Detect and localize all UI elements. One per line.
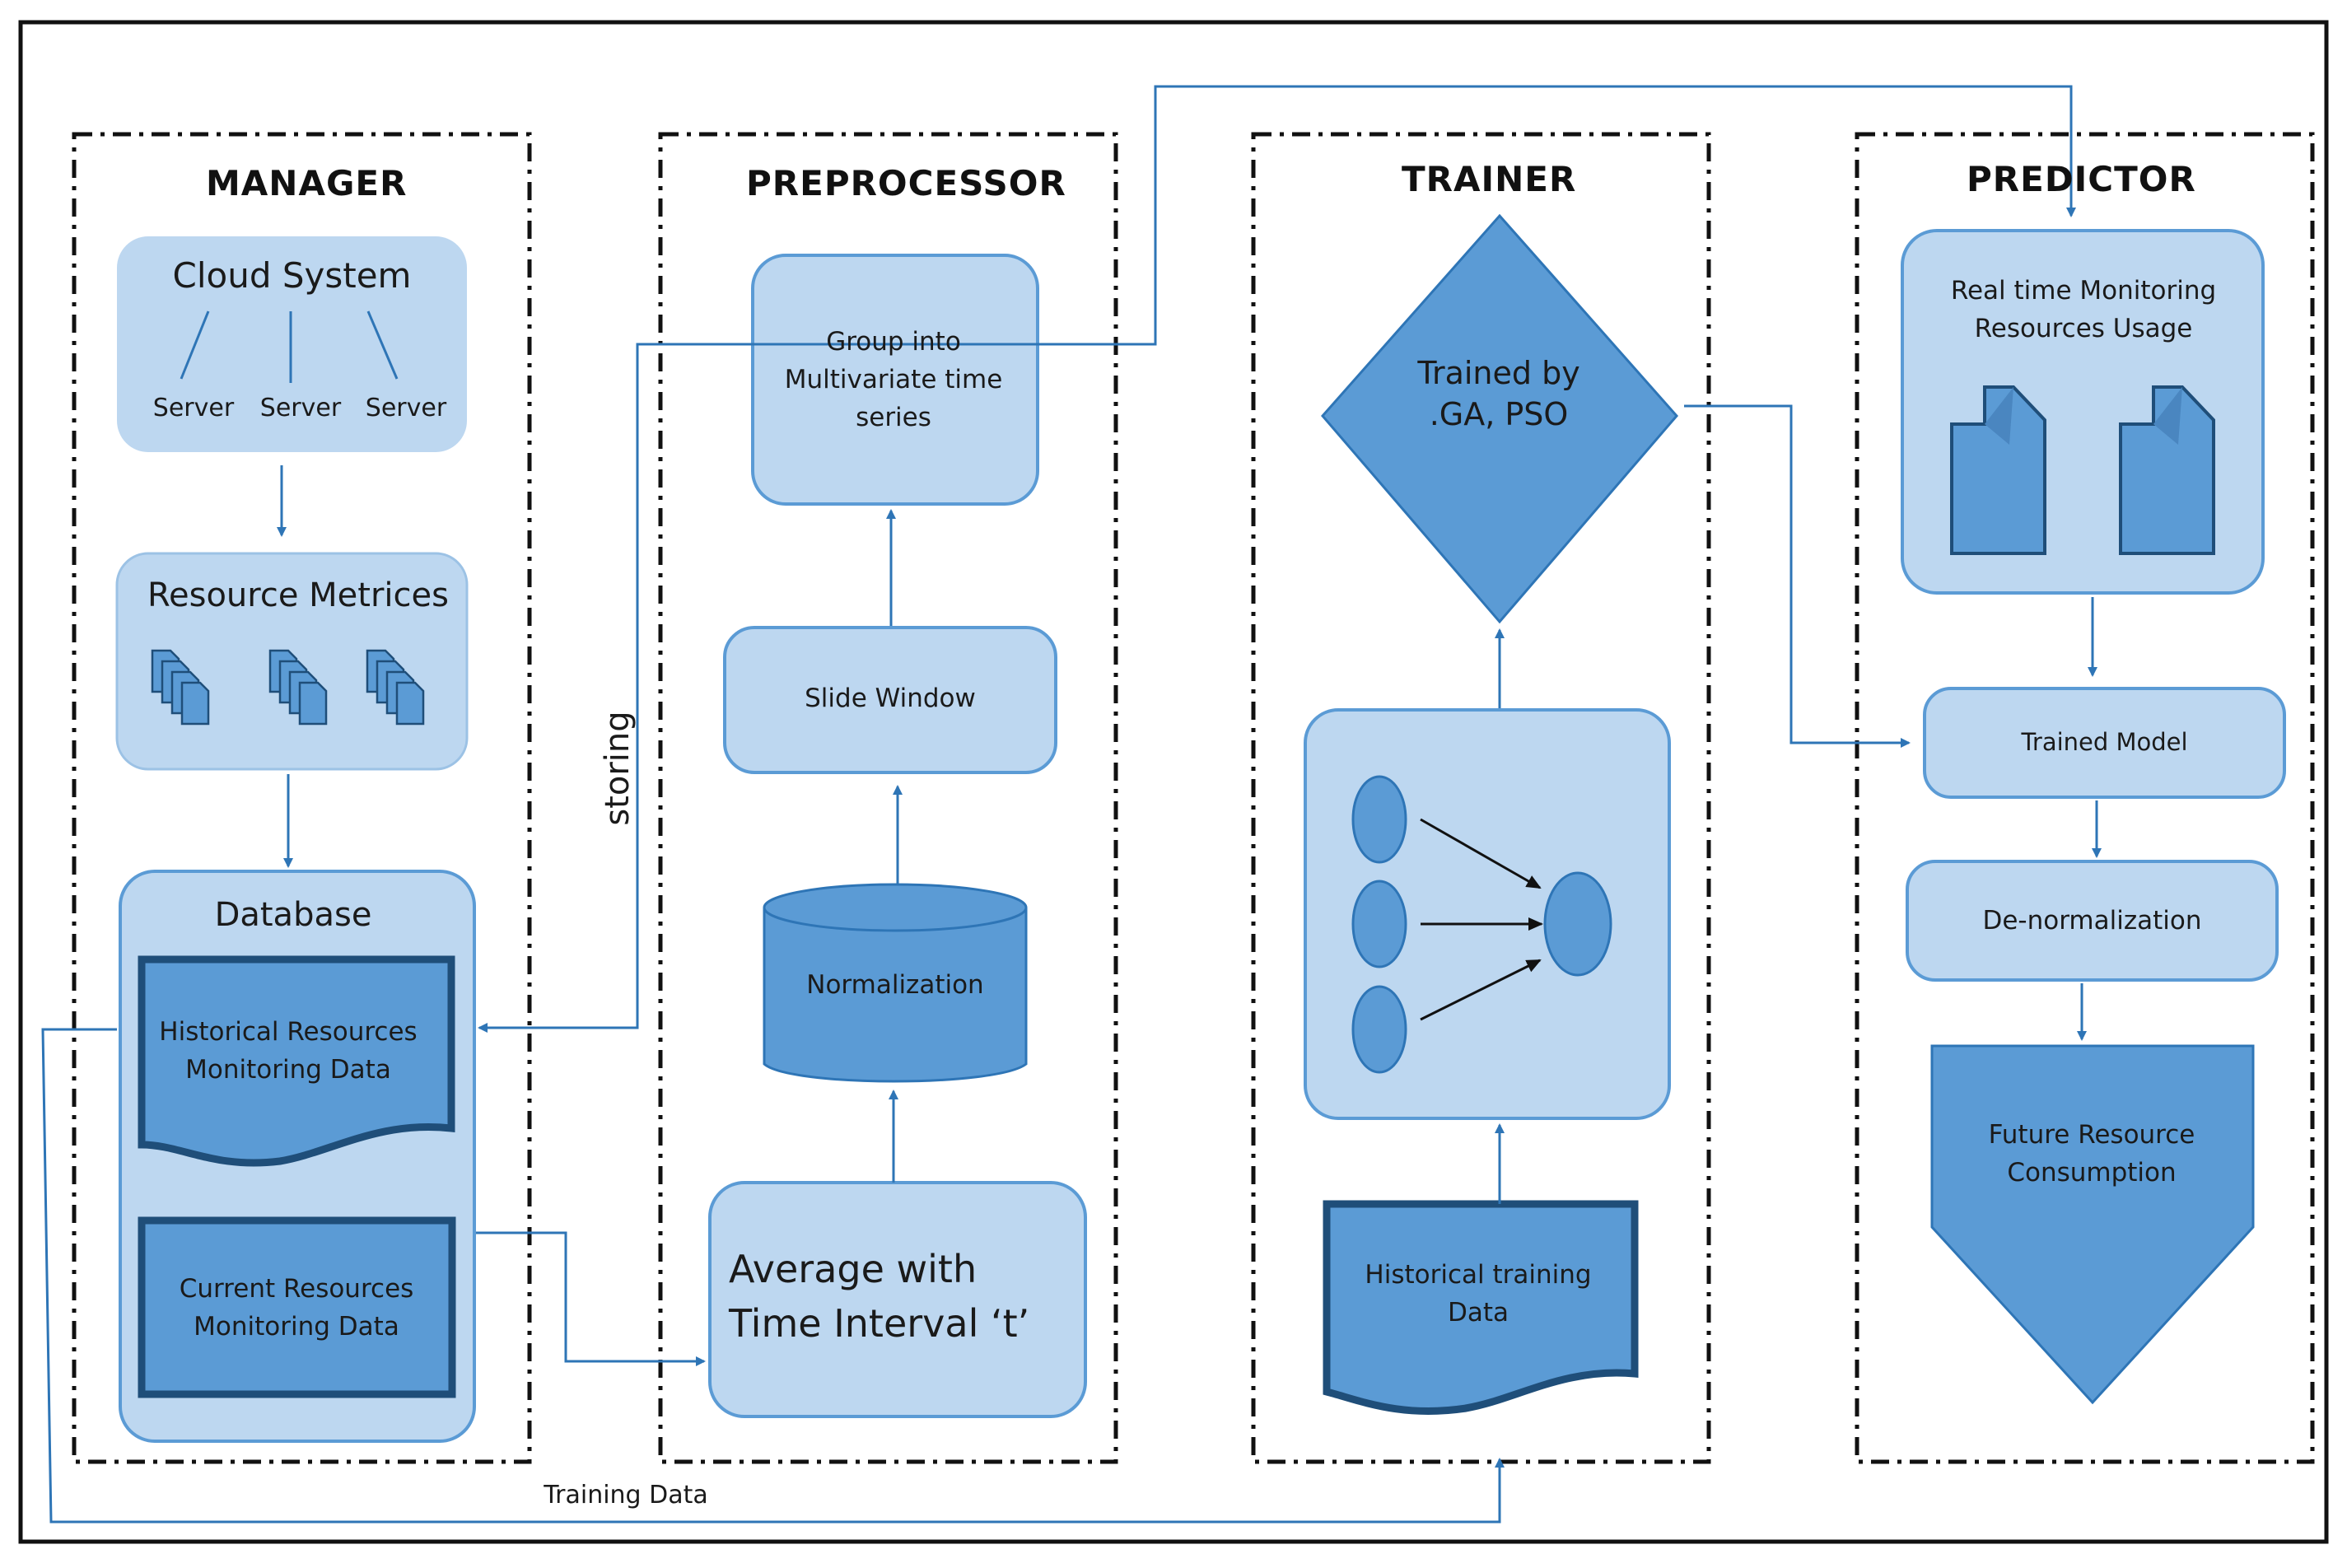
slide-window-label: Slide Window [805, 684, 976, 713]
server-label-2: Server [259, 394, 342, 422]
cloud-system-label: Cloud System [172, 255, 412, 296]
normalization-cylinder [763, 908, 1028, 1083]
trained-model-box [1923, 687, 2286, 799]
nn-input-node-3 [1351, 985, 1407, 1074]
trained-by-diamond [1321, 213, 1678, 624]
nn-edge-3 [1420, 959, 1542, 1021]
edge-storing [478, 343, 1155, 1033]
preprocessor-title: PREPROCESSOR [746, 163, 1066, 203]
nn-input-node-1 [1351, 775, 1407, 864]
denormalization-label: De-normalization [1982, 906, 2202, 936]
manager-title: MANAGER [206, 163, 408, 203]
outer-frame [18, 20, 2329, 1544]
predictor-title: PREDICTOR [1967, 159, 2196, 199]
document-icon-2 [2119, 385, 2215, 555]
trained-by-label: Trained by .GA, PSO [1417, 355, 1580, 432]
edge-diamond-to-model [1684, 404, 1911, 748]
nn-output-node [1543, 871, 1612, 977]
historical-data-label: Historical Resources Monitoring Data [159, 1017, 418, 1085]
nn-input-node-2 [1351, 880, 1407, 968]
normalization-cylinder-top [763, 883, 1028, 932]
slide-window-box [723, 626, 1057, 774]
normalization-label: Normalization [806, 970, 984, 1000]
current-data-label: Current Resources Monitoring Data [179, 1274, 414, 1342]
historical-data-doc [138, 955, 455, 1167]
server-link-left [180, 310, 210, 380]
nn-edge-1 [1420, 818, 1542, 889]
group-label: Group into Multivariate time series [784, 327, 1003, 432]
future-label: Future Resource Consumption [1988, 1120, 2195, 1188]
group-box [751, 254, 1039, 506]
storing-label: storing [599, 711, 637, 826]
average-box [708, 1181, 1087, 1418]
server-label-3: Server [365, 394, 447, 422]
resource-metrices-label: Resource Metrices [147, 576, 449, 614]
database-label: Database [214, 896, 372, 934]
training-data-label: Training Data [544, 1481, 708, 1510]
trainer-title: TRAINER [1402, 159, 1577, 199]
server-link-right [366, 310, 399, 380]
current-data-box [138, 1216, 456, 1398]
historical-training-doc [1323, 1200, 1639, 1415]
edge-training-data [41, 1028, 1505, 1524]
future-pentagon [1930, 1044, 2255, 1405]
average-label: Average with Time Interval ‘t’ [729, 1247, 1030, 1346]
denormalization-box [1906, 860, 2279, 982]
trained-model-label: Trained Model [2021, 728, 2188, 756]
realtime-label: Real time Monitoring Resources Usage [1950, 276, 2217, 343]
historical-training-label: Historical training Data [1365, 1260, 1592, 1328]
server-label-1: Server [152, 394, 235, 422]
edge-group-to-realtime [1038, 85, 2076, 346]
edge-current-to-average [476, 1231, 706, 1366]
document-icon-1 [1950, 385, 2046, 555]
